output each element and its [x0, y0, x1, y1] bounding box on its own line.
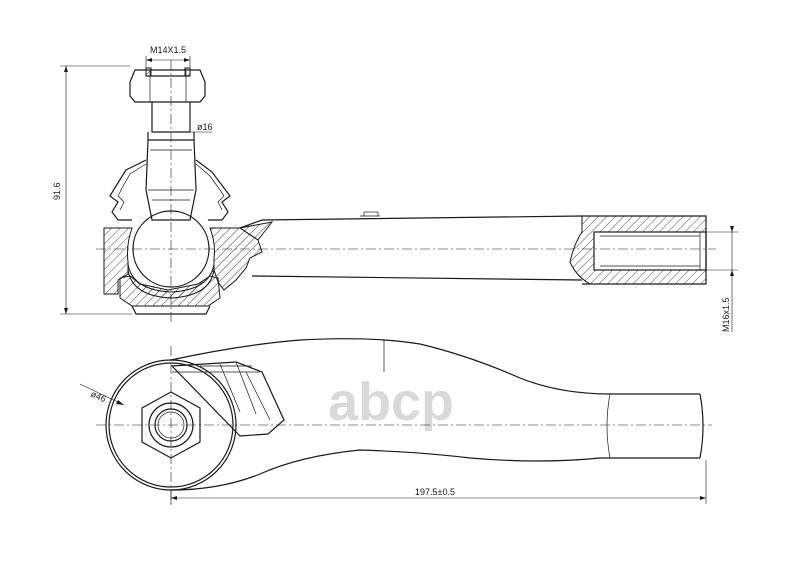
dim-head-diameter-label: ø46	[89, 389, 107, 404]
dim-stud-diameter: ø16	[190, 122, 213, 133]
dim-thread-end-label: M16x1.5	[721, 297, 731, 332]
dust-boot	[109, 159, 231, 221]
dim-thread-end: M16x1.5	[706, 226, 738, 332]
dim-overall-height-label: 91.6	[52, 182, 62, 200]
dim-overall-length-label: 197.5±0.5	[415, 487, 455, 497]
dim-overall-length: 197.5±0.5	[170, 460, 707, 504]
watermark-logo: abcp	[328, 372, 454, 432]
threaded-end-section	[569, 215, 707, 285]
castle-nut	[129, 67, 206, 103]
watermark-text: abcp	[328, 372, 454, 432]
housing-section	[103, 210, 274, 315]
arm-upper-edge	[170, 338, 700, 395]
dim-thread-top: M14X1.5	[145, 45, 191, 70]
dimensions: M14X1.5 ø16 91.6 M16x1.5	[52, 45, 738, 504]
side-view	[96, 60, 716, 322]
top-view	[96, 338, 712, 505]
arm-lower-edge	[170, 449, 700, 491]
dim-stud-diameter-label: ø16	[197, 122, 213, 132]
dim-thread-top-label: M14X1.5	[150, 45, 186, 55]
dim-overall-height: 91.6	[52, 65, 132, 315]
